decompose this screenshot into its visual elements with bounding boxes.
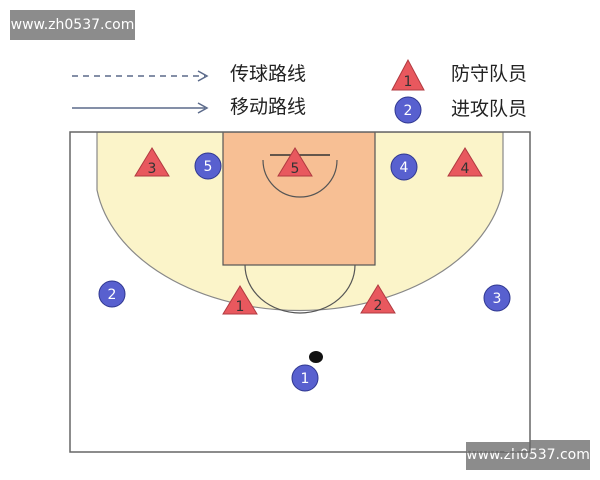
- legend-pass-line: [72, 70, 209, 82]
- attacker-2: 2: [98, 280, 126, 308]
- svg-text:2: 2: [108, 287, 117, 303]
- svg-text:4: 4: [400, 160, 409, 176]
- svg-text:2: 2: [404, 103, 413, 119]
- defender-2: 2: [360, 284, 396, 314]
- svg-text:5: 5: [204, 159, 213, 175]
- key-area: [222, 132, 376, 266]
- legend-move-line: [72, 102, 209, 114]
- svg-text:1: 1: [236, 299, 245, 315]
- legend-attacker-label: 进攻队员: [451, 98, 528, 120]
- attacker-4: 4: [390, 153, 418, 181]
- defender-4: 4: [447, 147, 483, 177]
- attacker-3: 3: [483, 284, 511, 312]
- legend-attacker-symbol: 2: [394, 96, 422, 124]
- svg-text:1: 1: [404, 74, 413, 90]
- svg-text:1: 1: [301, 371, 310, 387]
- attacker-1: 1: [291, 364, 319, 392]
- svg-text:5: 5: [291, 161, 300, 177]
- svg-text:4: 4: [461, 161, 470, 177]
- defender-3: 3: [134, 147, 170, 177]
- legend-defender-symbol: 1: [391, 58, 425, 91]
- svg-text:2: 2: [374, 298, 383, 314]
- watermark-bottom: www.zh0537.com: [466, 440, 590, 470]
- watermark-top: www.zh0537.com: [10, 10, 135, 40]
- defender-5: 5: [277, 147, 313, 177]
- svg-text:3: 3: [148, 161, 157, 177]
- attacker-5: 5: [194, 152, 222, 180]
- defender-1: 1: [222, 285, 258, 315]
- free-throw-arc: [244, 264, 356, 314]
- svg-text:3: 3: [493, 291, 502, 307]
- legend-move-label: 移动路线: [230, 96, 307, 118]
- restricted-arc: [262, 159, 338, 198]
- legend-pass-label: 传球路线: [230, 63, 307, 85]
- ball-icon: [309, 351, 323, 363]
- court: [70, 132, 530, 442]
- legend-defender-label: 防守队员: [451, 63, 528, 85]
- court-boundary: [69, 131, 531, 453]
